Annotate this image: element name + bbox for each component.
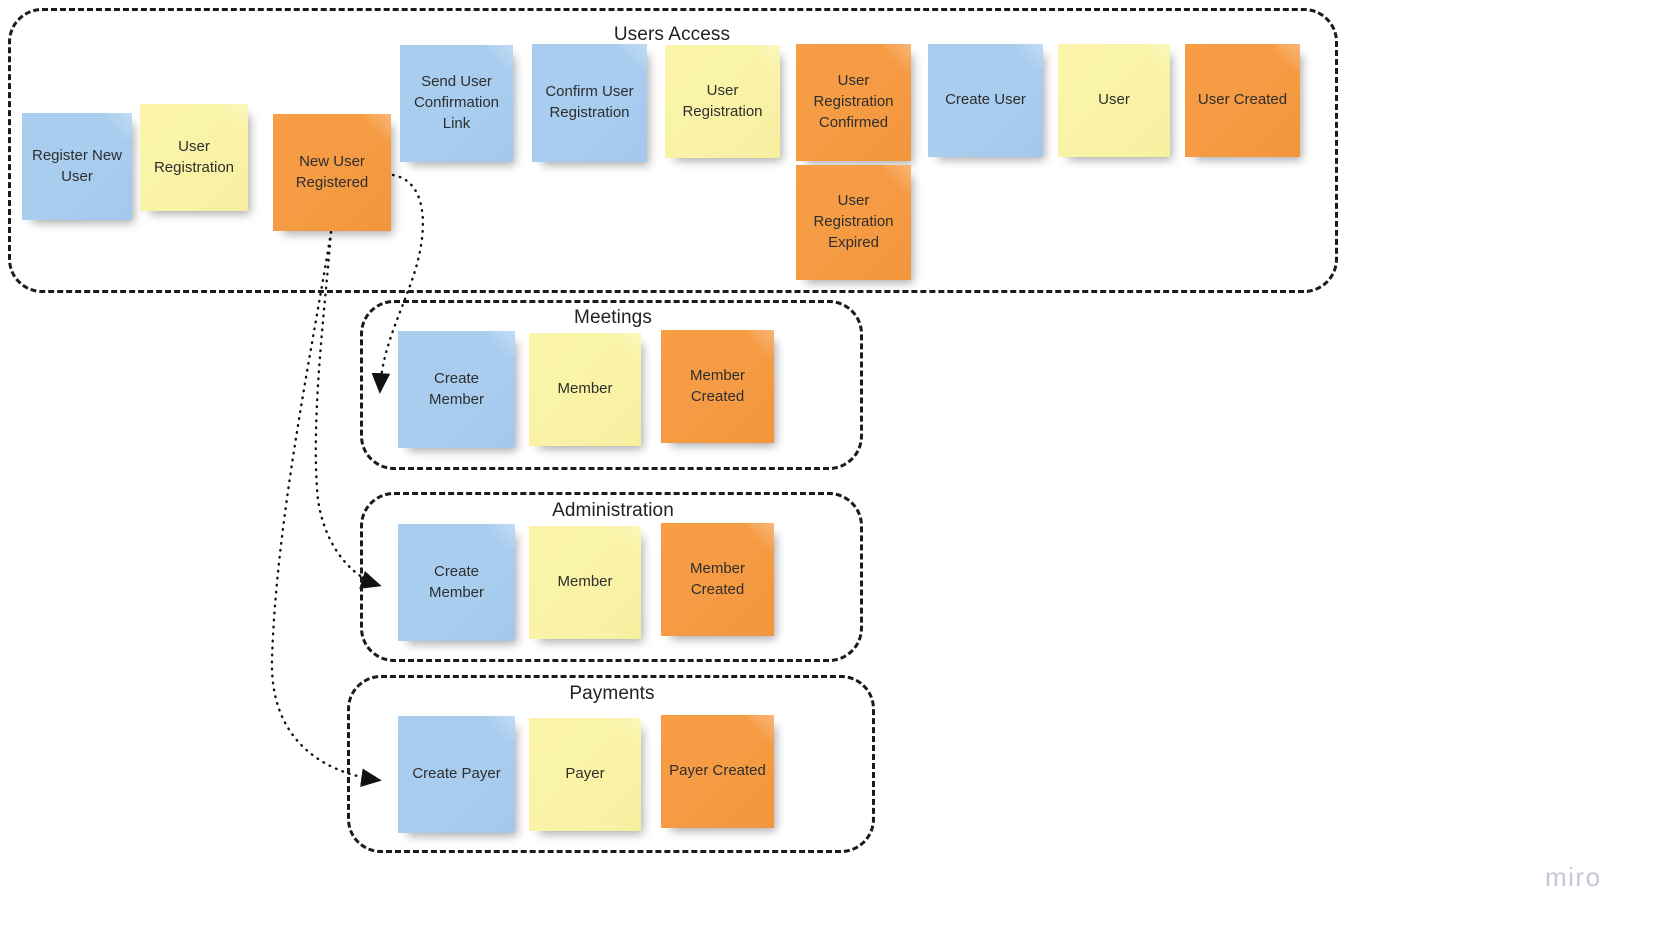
note-label: New User Registered bbox=[295, 152, 369, 191]
note-administration-create-member[interactable]: Create Member bbox=[398, 524, 515, 641]
frame-administration[interactable] bbox=[360, 492, 863, 662]
note-label: Payer Created bbox=[669, 762, 766, 780]
note-meetings-member-created[interactable]: Member Created bbox=[661, 330, 774, 443]
frame-users-access[interactable] bbox=[8, 8, 1338, 293]
note-meetings-member[interactable]: Member bbox=[529, 333, 641, 446]
frame-title-users-access: Users Access bbox=[613, 24, 731, 45]
note-payments-payer-created[interactable]: Payer Created bbox=[661, 715, 774, 828]
note-label: Create Member bbox=[428, 369, 484, 408]
note-label: User Registration bbox=[682, 81, 763, 120]
note-label: User Registration bbox=[153, 137, 235, 176]
frame-title-administration: Administration bbox=[552, 500, 674, 521]
note-confirm-user-registration[interactable]: Confirm User Registration bbox=[532, 44, 647, 162]
note-label: Member bbox=[557, 380, 613, 398]
note-label: User Registration Expired bbox=[813, 192, 894, 251]
note-user-created[interactable]: User Created bbox=[1185, 44, 1300, 157]
note-label: Register New User bbox=[31, 146, 123, 185]
note-register-new-user[interactable]: Register New User bbox=[22, 113, 132, 220]
note-payments-create-payer[interactable]: Create Payer bbox=[398, 716, 515, 833]
note-label: Member Created bbox=[689, 559, 745, 598]
note-label: Payer bbox=[565, 765, 605, 783]
miro-watermark: miro bbox=[1545, 862, 1602, 892]
note-label: Send User Confirmation Link bbox=[413, 73, 500, 132]
note-user-registration-expired[interactable]: User Registration Expired bbox=[796, 165, 911, 280]
note-label: User bbox=[1098, 91, 1130, 109]
frame-meetings[interactable] bbox=[360, 300, 863, 470]
note-user-registration-1[interactable]: User Registration bbox=[140, 104, 248, 211]
note-administration-member[interactable]: Member bbox=[529, 526, 641, 639]
note-payments-payer[interactable]: Payer bbox=[529, 718, 641, 831]
frame-title-meetings: Meetings bbox=[574, 307, 652, 328]
note-create-user[interactable]: Create User bbox=[928, 44, 1043, 157]
note-label: Member Created bbox=[689, 366, 745, 405]
note-label: Create Member bbox=[428, 562, 484, 601]
note-administration-member-created[interactable]: Member Created bbox=[661, 523, 774, 636]
note-meetings-create-member[interactable]: Create Member bbox=[398, 331, 515, 448]
note-label: User Created bbox=[1197, 91, 1288, 109]
note-label: Confirm User Registration bbox=[545, 83, 634, 121]
note-label: Create Payer bbox=[412, 765, 501, 783]
note-label: User Registration Confirmed bbox=[813, 72, 894, 131]
note-user-registration-2[interactable]: User Registration bbox=[665, 45, 780, 158]
note-new-user-registered[interactable]: New User Registered bbox=[273, 114, 391, 231]
note-send-user-confirmation-link[interactable]: Send User Confirmation Link bbox=[400, 45, 513, 162]
frame-title-payments: Payments bbox=[569, 683, 655, 704]
note-user-registration-confirmed[interactable]: User Registration Confirmed bbox=[796, 44, 911, 161]
frame-payments[interactable] bbox=[347, 675, 875, 853]
note-label: Member bbox=[557, 573, 613, 591]
note-user[interactable]: User bbox=[1058, 44, 1170, 157]
note-label: Create User bbox=[945, 91, 1026, 109]
